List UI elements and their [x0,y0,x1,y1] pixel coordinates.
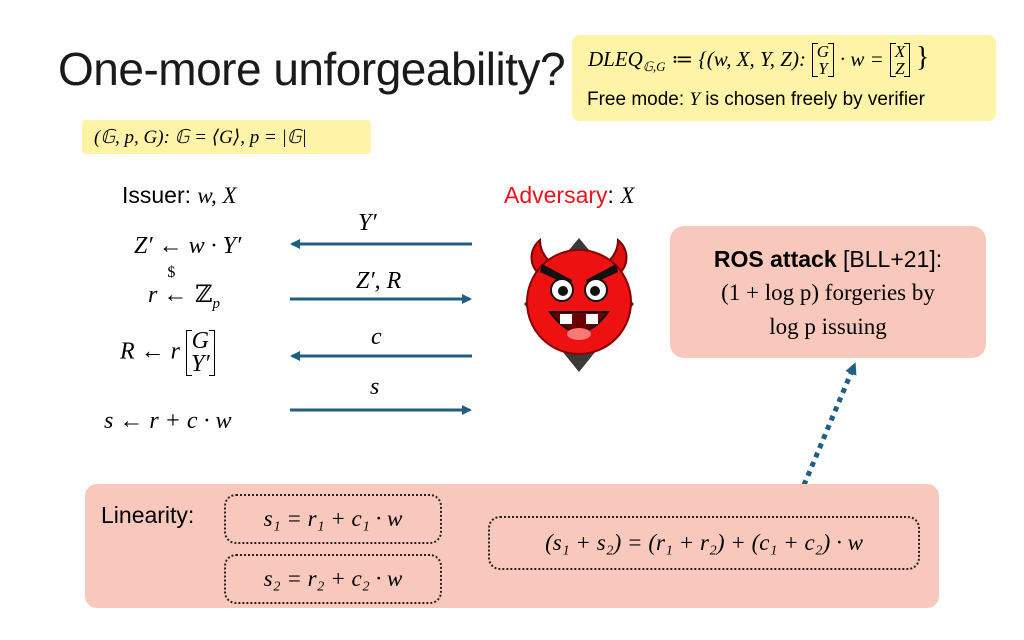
ros-attack-box [670,226,986,358]
issuer-step-4: s ← r + c · w [104,408,232,434]
dleq-definition-box [572,35,996,121]
dleq-name: DLEQ [588,47,643,71]
ros-attack-issuing: log p issuing [769,314,887,339]
dleq-subscript: 𝔾,G [642,59,666,75]
message-label-3: c [371,324,382,350]
dleq-times: · w = [839,47,884,71]
devil-face-icon [524,237,634,372]
issuer-step-2: r $← ℤp [148,264,220,312]
issuer-header: Issuer: w, X [122,182,237,208]
issuer-step-1: Z′ ← w · Y′ [134,233,242,259]
dleq-close-brace: } [915,42,930,73]
linearity-label: Linearity: [101,502,195,528]
message-label-1: Y′ [358,210,377,236]
linearity-combined-equation: (s₁ + s₂) = (r₁ + r₂) + (c₁ + c₂) · w [488,516,920,570]
linearity-equation-2: s₂ = r₂ + c₂ · w [224,554,442,604]
linearity-equation-1: s₁ = r₁ + c₁ · w [224,494,442,544]
group-setup-box [82,120,371,154]
adversary-header: Adversary: X [504,182,635,208]
group-setup: (𝔾, p, G): 𝔾 = ⟨G⟩, p = |𝔾| [94,127,307,148]
free-mode-note: Free mode: Y is chosen freely by verifie… [587,89,925,110]
dleq-def: ≔ {(w, X, Y, Z): [671,47,806,71]
ros-dotted-arrow [801,362,857,486]
ros-attack-title: ROS attack [BLL+21]: [713,246,943,272]
message-label-4: s [370,374,380,400]
ros-attack-forgeries: (1 + log p) forgeries by [721,280,935,305]
message-label-2: Z′, R [356,268,402,294]
slide-title: One-more unforgeability? [58,43,566,95]
